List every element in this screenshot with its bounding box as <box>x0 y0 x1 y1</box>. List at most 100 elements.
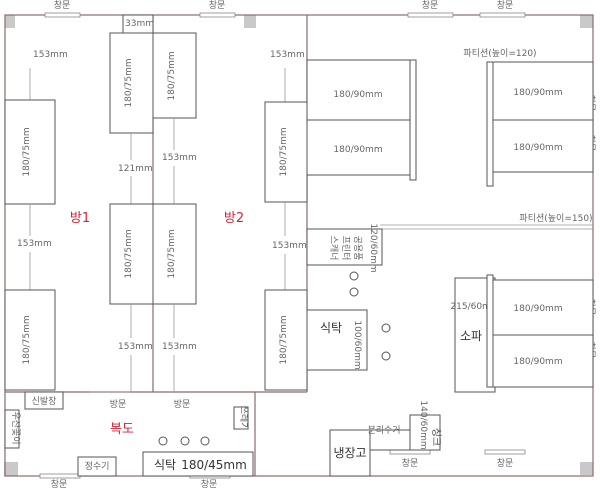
partition <box>486 274 494 388</box>
umbrella-label: 우산꽂이 <box>10 411 21 444</box>
desk <box>4 289 56 391</box>
column <box>5 15 15 28</box>
desk <box>306 119 411 176</box>
shoe-rack <box>24 391 64 410</box>
dimension-label: 153mm <box>272 241 307 251</box>
meeting-table-size: 100/60mm <box>352 320 362 369</box>
recycling-label: 분리수거 <box>367 425 400 436</box>
window-label: 창문 <box>422 0 439 11</box>
dining-table-size: 180/45mm <box>181 458 247 472</box>
window-label: 창문 <box>497 0 514 11</box>
window <box>479 12 526 18</box>
desk <box>152 32 197 119</box>
desk-size: 180/75mm <box>167 51 177 100</box>
desk-size: 180/90mm <box>333 145 382 155</box>
desk <box>492 334 594 388</box>
partition-label: 파티션(높이=120) <box>463 48 536 59</box>
desk-size: 180/75mm <box>279 315 289 364</box>
desk <box>492 119 594 173</box>
meeting-table <box>306 309 368 371</box>
partition <box>486 61 494 187</box>
window <box>389 449 431 455</box>
desk-size: 180/75mm <box>124 58 134 107</box>
window-label: 창문 <box>201 479 218 490</box>
window-label: 창문 <box>497 458 514 469</box>
chair <box>200 436 210 446</box>
desk-size: 180/90mm <box>513 88 562 98</box>
trash-label: 쓰레기 <box>238 406 249 431</box>
desk-size: 180/75mm <box>22 127 32 176</box>
shelf-item: 프린터 <box>340 236 351 261</box>
dimension-label: 153mm <box>162 153 197 163</box>
desk-size: 180/90mm <box>513 304 562 314</box>
dimension-label: 153mm <box>17 239 52 249</box>
desk <box>306 59 411 121</box>
dimension-label: 153mm <box>33 50 68 60</box>
dimension-label: 33mm <box>125 19 154 29</box>
dimension-label: 153mm <box>118 342 153 352</box>
shelf <box>306 228 383 266</box>
column <box>580 15 593 28</box>
shoe-rack-label: 신발장 <box>32 396 57 407</box>
shelf-size: 120/60mm <box>368 223 378 272</box>
water-purifier <box>77 456 117 477</box>
desk-size: 180/75mm <box>279 127 289 176</box>
desk-size: 180/75mm <box>167 229 177 278</box>
desk-size: 180/90mm <box>513 357 562 367</box>
desk <box>109 32 154 134</box>
desk <box>492 279 594 336</box>
chair <box>180 436 190 446</box>
dimension-label: 121mm <box>118 164 153 174</box>
dining-table-label: 식탁 <box>154 458 176 472</box>
window-label: 창문 <box>51 479 68 490</box>
desk-size: 180/90mm <box>333 90 382 100</box>
chair <box>158 436 168 446</box>
chair <box>349 287 359 297</box>
door-label: 방문 <box>174 399 191 410</box>
trash-bin <box>233 406 249 430</box>
dimension-label: 153mm <box>270 50 305 60</box>
desk <box>264 289 308 391</box>
desk-size: 180/75mm <box>22 315 32 364</box>
sofa-size: 215/60mm <box>450 302 499 312</box>
chair <box>349 271 359 281</box>
dining-table <box>142 451 254 477</box>
window <box>199 12 236 18</box>
sink-label: 싱크 <box>430 428 442 446</box>
desk <box>4 99 56 205</box>
window-label: 창문 <box>54 0 71 11</box>
chair <box>381 323 391 333</box>
window <box>484 449 526 455</box>
window <box>44 12 81 18</box>
partition-label: 파티션(높이=150) <box>519 213 592 224</box>
fridge-label: 냉장고 <box>333 446 366 460</box>
desk <box>109 203 154 305</box>
sofa-label: 소파 <box>460 329 482 343</box>
meeting-table-label: 식탁 <box>320 321 342 335</box>
gap-box <box>122 14 154 34</box>
sink <box>409 414 441 451</box>
shelf-item: 스캐너 <box>328 236 339 261</box>
dimension-label: 153mm <box>162 342 197 352</box>
desk-size: 180/90mm <box>513 143 562 153</box>
desk <box>152 203 197 305</box>
window <box>407 12 454 18</box>
window-label: 창문 <box>402 458 419 469</box>
room-label-hallway: 복도 <box>110 422 134 437</box>
chair <box>381 351 391 361</box>
outer-wall <box>4 14 594 477</box>
column <box>244 15 256 28</box>
window <box>39 473 81 479</box>
room-label-room2: 방2 <box>224 211 244 226</box>
shelf-item: 공용품 <box>352 236 363 261</box>
sink-size: 140/60mm <box>418 400 428 449</box>
water-purifier-label: 정수기 <box>85 461 110 472</box>
column <box>580 462 593 475</box>
fridge <box>329 429 371 477</box>
desk <box>264 101 308 203</box>
room-label-room1: 방1 <box>70 211 90 226</box>
column <box>4 462 18 476</box>
desk-size: 180/75mm <box>124 229 134 278</box>
umbrella-stand <box>4 409 20 449</box>
